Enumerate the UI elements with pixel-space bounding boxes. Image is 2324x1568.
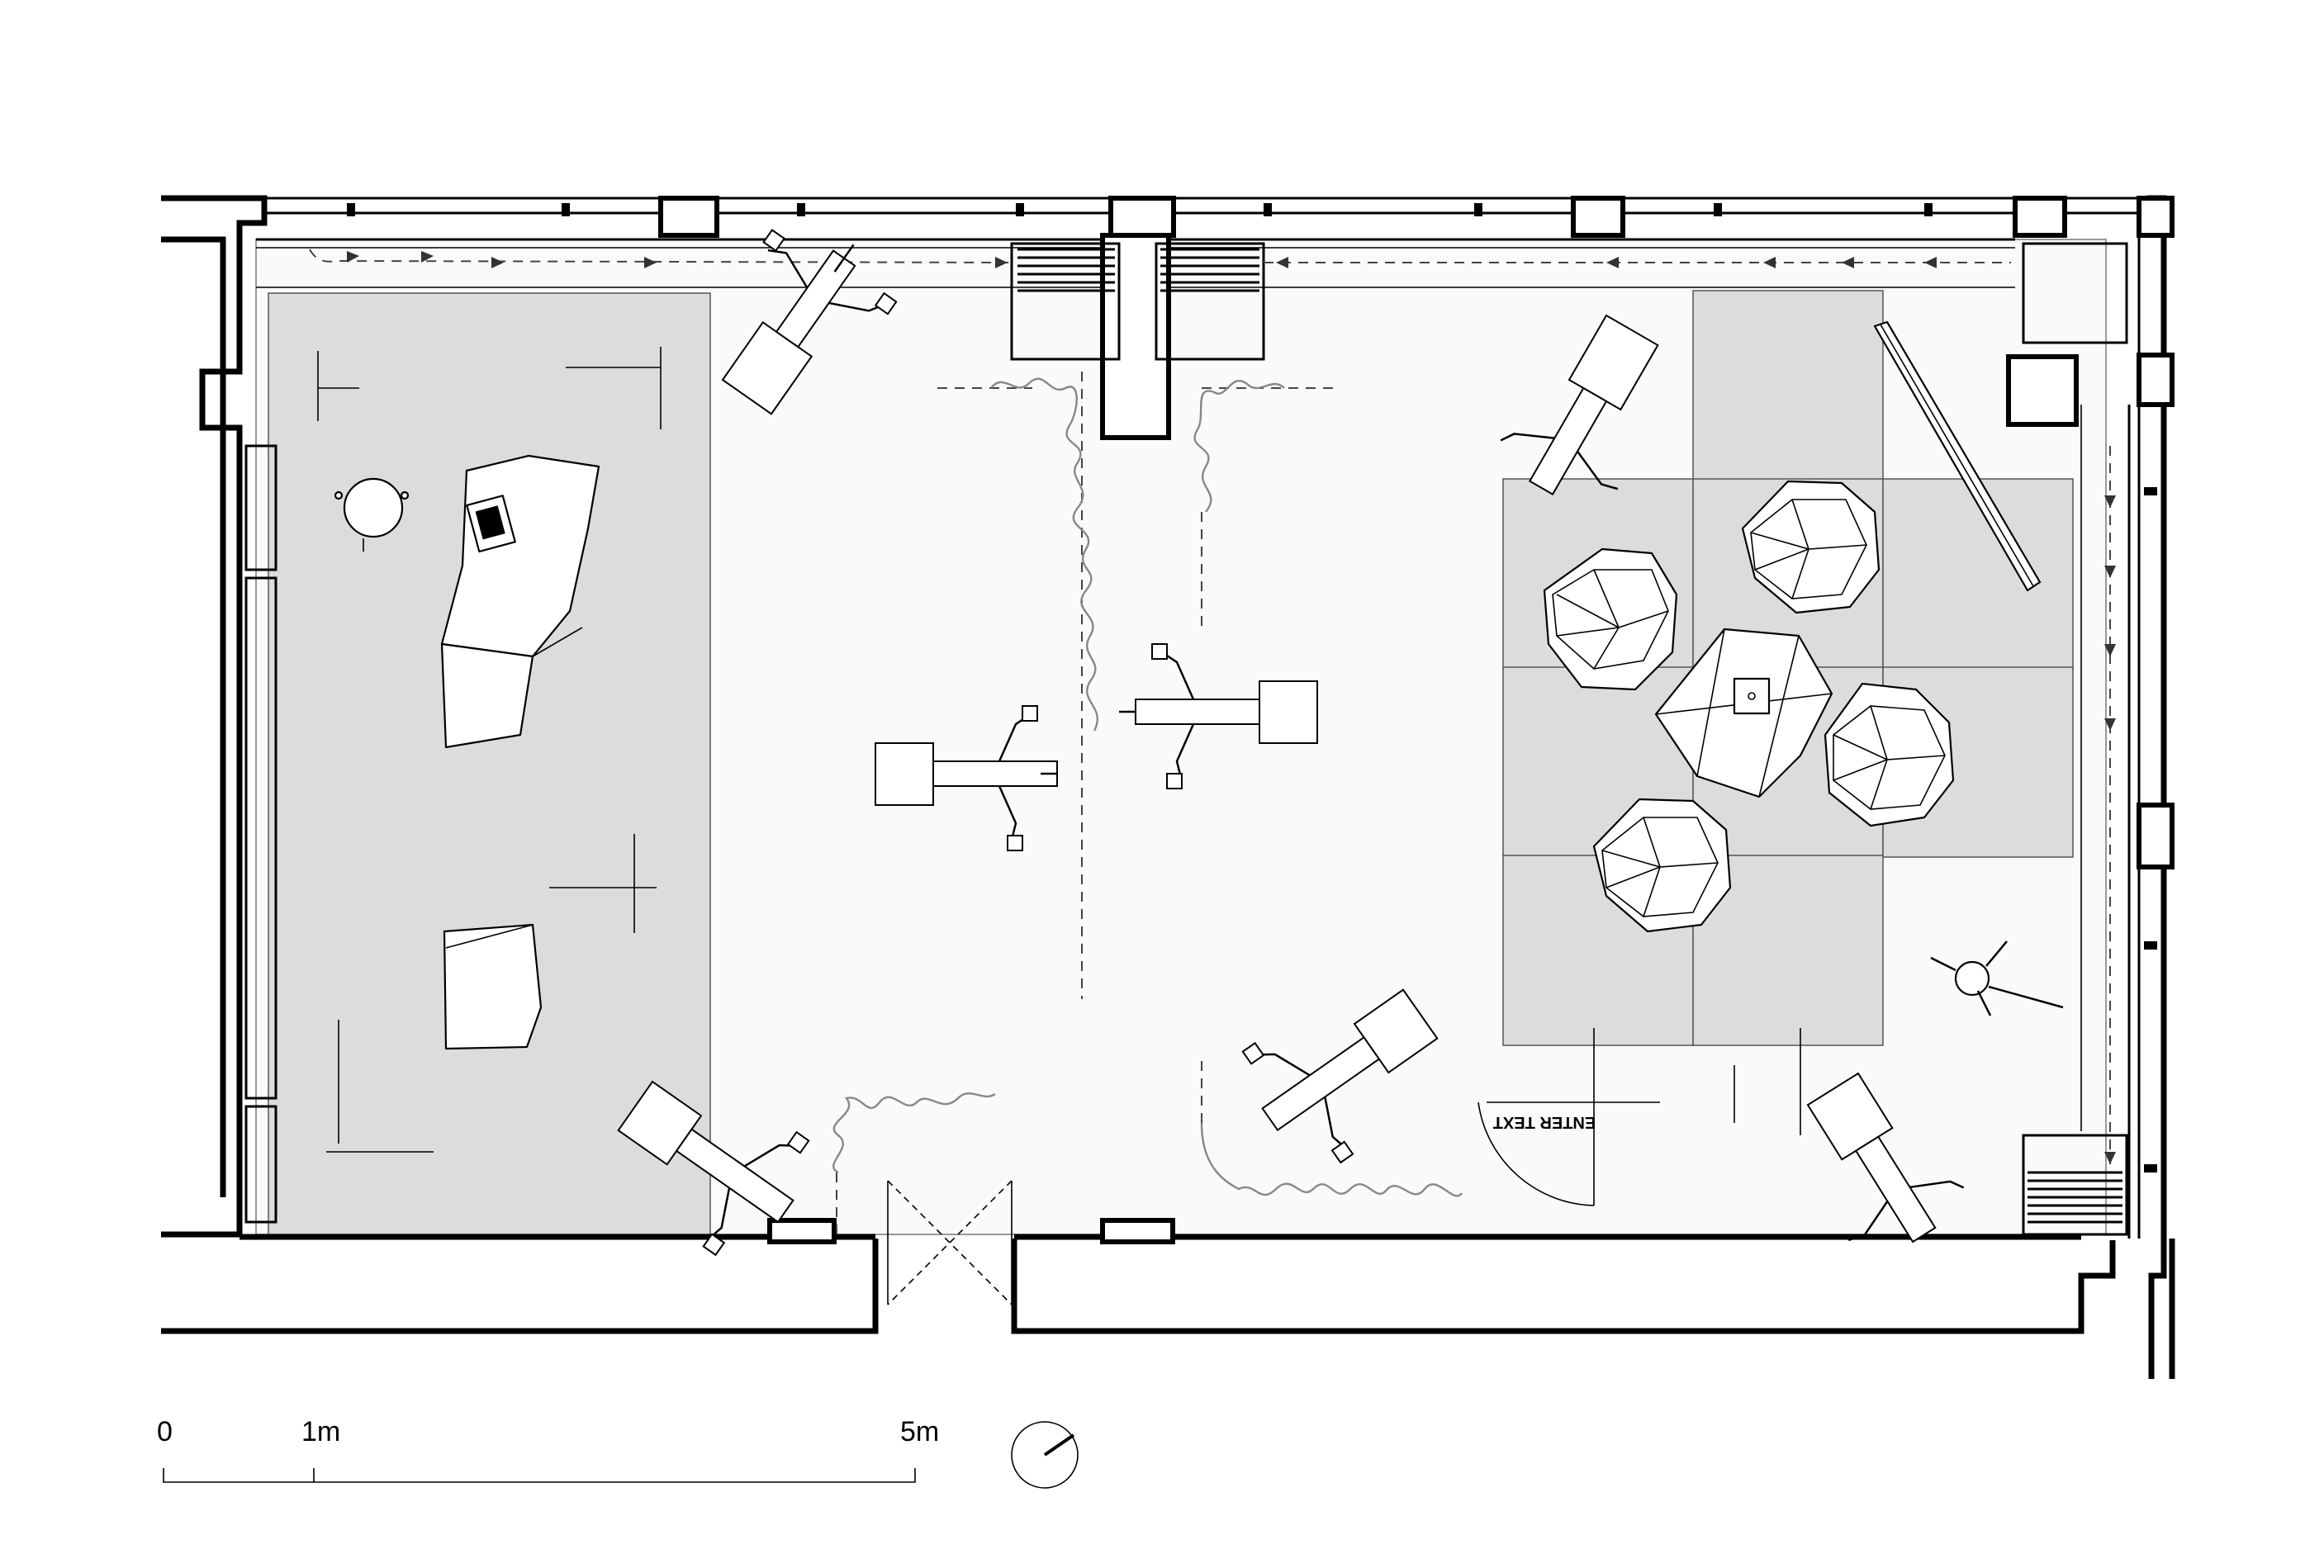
robot-arm-icon <box>1500 314 1659 495</box>
robot-arm-icon <box>1806 1072 1965 1244</box>
geodesic-dome-icon <box>1824 682 1955 827</box>
faceted-stool <box>443 923 543 1050</box>
scale-bar: 0 1m 5m <box>157 1416 939 1483</box>
exterior-walls <box>161 195 2175 1379</box>
geodesic-dome-icon <box>1592 798 1732 933</box>
scale-label-0: 0 <box>157 1416 173 1447</box>
double-door <box>887 1180 1013 1305</box>
entrance-door: ENTER TEXT <box>1477 1028 1801 1206</box>
door-sign: ENTER TEXT <box>1493 1113 1596 1131</box>
hvac-grilles <box>1010 242 2128 1236</box>
camera-tripod <box>1930 940 2064 1016</box>
display-beam <box>1873 320 2042 592</box>
scale-label-1m: 1m <box>301 1416 340 1447</box>
airflow-path <box>309 249 2116 1164</box>
facade-mullions <box>347 203 2157 1172</box>
robot-cables <box>832 377 1463 1197</box>
laptop-icon <box>466 495 516 553</box>
structural-pillars <box>658 196 2175 1244</box>
lounge-zone <box>268 292 711 1235</box>
robot-arm-icon <box>1241 988 1439 1164</box>
robot-arm-icon <box>721 229 898 415</box>
geodesic-dome-icon <box>1543 547 1678 691</box>
central-faceted-table <box>1654 628 1833 798</box>
robot-arm-icon <box>1119 643 1318 789</box>
geodesic-dome-icon <box>1741 480 1881 614</box>
scale-label-5m: 5m <box>900 1416 939 1447</box>
faceted-desk <box>440 454 600 749</box>
side-table <box>334 477 410 552</box>
north-arrow-icon <box>1011 1421 1079 1489</box>
geodesic-pods <box>1543 480 1955 933</box>
boundary-guides <box>836 372 1338 1237</box>
robot-arm-icon <box>875 705 1058 851</box>
crosshair-markers <box>317 347 662 1153</box>
robot-arm-icon <box>617 1080 810 1257</box>
